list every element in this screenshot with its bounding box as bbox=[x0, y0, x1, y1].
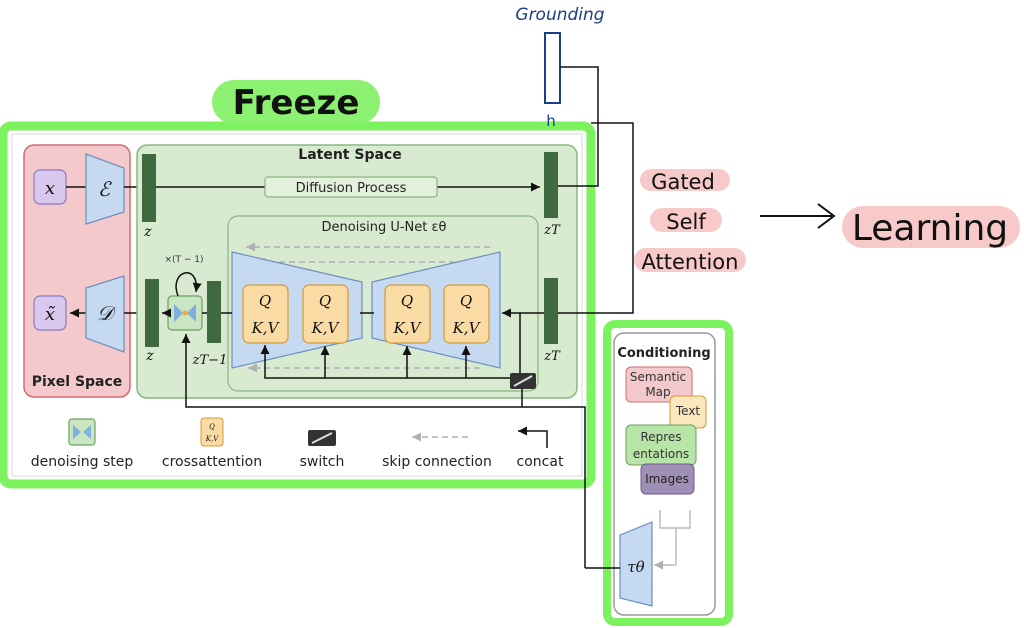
legend-crossattention-q: Q bbox=[209, 423, 215, 431]
attn-kv-2: K,V bbox=[311, 319, 341, 337]
attn-block-3 bbox=[384, 284, 431, 344]
attn-kv-4: K,V bbox=[452, 319, 482, 337]
learning-highlight bbox=[842, 206, 1020, 248]
cond-branch-lines bbox=[659, 510, 691, 565]
input-x-label: x bbox=[45, 178, 55, 199]
images-label: Images bbox=[645, 472, 689, 486]
self-label: Self bbox=[666, 210, 706, 234]
output-x-box bbox=[33, 295, 67, 331]
encoder-shape bbox=[85, 153, 125, 225]
tau-label: τθ bbox=[627, 558, 644, 576]
attn-q-3: Q bbox=[401, 292, 413, 310]
cond-bus bbox=[260, 345, 512, 379]
gated-highlight bbox=[640, 169, 730, 191]
diffusion-box bbox=[264, 176, 438, 198]
legend-switch-label: switch bbox=[300, 454, 345, 470]
attn-block-1 bbox=[242, 284, 289, 344]
legend-concat-label: concat bbox=[517, 454, 564, 470]
gated-label: Gated bbox=[651, 170, 715, 194]
learning-label: Learning bbox=[852, 208, 1008, 249]
attn-block-2 bbox=[302, 284, 349, 344]
attn-kv-3: K,V bbox=[393, 319, 423, 337]
freeze-highlight bbox=[212, 80, 380, 124]
attention-label: Attention bbox=[642, 250, 739, 274]
zT-1-bar bbox=[207, 281, 221, 343]
grounding-token-bar bbox=[544, 32, 561, 104]
zT-1-label: zT−1 bbox=[192, 353, 228, 368]
legend-crossattention-label: crossattention bbox=[162, 454, 262, 470]
grounding-label: Grounding bbox=[515, 5, 604, 25]
semantic-map-card bbox=[625, 366, 693, 403]
freeze-frame bbox=[0, 121, 596, 489]
tau-encoder-shape bbox=[619, 521, 653, 607]
legend-denoising-icon bbox=[68, 418, 96, 446]
attn-block-4 bbox=[443, 284, 490, 344]
legend-skip-label: skip connection bbox=[382, 454, 492, 470]
attention-highlight bbox=[634, 248, 746, 272]
diffusion-label: Diffusion Process bbox=[296, 181, 407, 196]
freeze-label: Freeze bbox=[233, 83, 360, 123]
attn-q-4: Q bbox=[460, 292, 472, 310]
legend-denoising-label: denoising step bbox=[31, 454, 134, 470]
semantic-label: Semantic bbox=[630, 370, 686, 384]
attn-q-1: Q bbox=[259, 292, 271, 310]
z-bar-top bbox=[142, 154, 156, 222]
conditioning-title: Conditioning bbox=[617, 346, 710, 361]
to-learning-arrowhead bbox=[817, 203, 836, 229]
latent-space-label: Latent Space bbox=[298, 147, 401, 163]
denoising-step-glyph-dot bbox=[182, 310, 188, 316]
pixel-space-label: Pixel Space bbox=[32, 374, 123, 390]
legend-switch-slash bbox=[311, 432, 333, 444]
legend-crossattention-kv: K,V bbox=[205, 435, 219, 443]
output-x-label: x̃ bbox=[45, 304, 56, 325]
legend-crossattention-icon bbox=[200, 417, 224, 447]
zT-label-top: zT bbox=[543, 223, 561, 238]
map-label: Map bbox=[645, 385, 670, 399]
repeat-loop bbox=[175, 272, 202, 297]
denoising-step-glyph-left bbox=[174, 304, 183, 322]
entations-label: entations bbox=[633, 447, 689, 461]
grounding-h-label: h bbox=[546, 112, 556, 130]
switch-icon-slash bbox=[513, 375, 533, 387]
zT-label-mid: zT bbox=[543, 349, 561, 364]
decoder-label: 𝒟 bbox=[97, 301, 117, 325]
gated-connector bbox=[558, 122, 634, 314]
grounding-to-zT bbox=[558, 66, 599, 187]
legend-denoising-glyph-l bbox=[73, 425, 81, 439]
decoder-shape bbox=[85, 275, 125, 353]
zT-bar-mid bbox=[544, 278, 558, 344]
legend-concat-icon bbox=[518, 426, 548, 448]
encoder-label: ℰ bbox=[98, 177, 112, 201]
images-card bbox=[640, 463, 695, 495]
attn-q-2: Q bbox=[319, 292, 331, 310]
denoising-step-glyph-right bbox=[187, 304, 196, 322]
conditioning-frame bbox=[603, 320, 733, 626]
cond-to-denoise-path bbox=[181, 334, 586, 568]
unet-label: Denoising U-Net εθ bbox=[322, 220, 447, 235]
attn-kv-1: K,V bbox=[251, 319, 281, 337]
zT-bar-top bbox=[544, 152, 558, 218]
legend-denoising-glyph-r bbox=[83, 425, 91, 439]
text-label: Text bbox=[675, 404, 701, 418]
z-label-bottom: z bbox=[145, 348, 154, 364]
self-highlight bbox=[650, 208, 722, 232]
repeat-label: ×(T − 1) bbox=[164, 255, 203, 265]
repres-label: Repres bbox=[640, 430, 681, 444]
z-bar-bottom bbox=[145, 279, 159, 347]
z-label-top: z bbox=[143, 224, 152, 240]
